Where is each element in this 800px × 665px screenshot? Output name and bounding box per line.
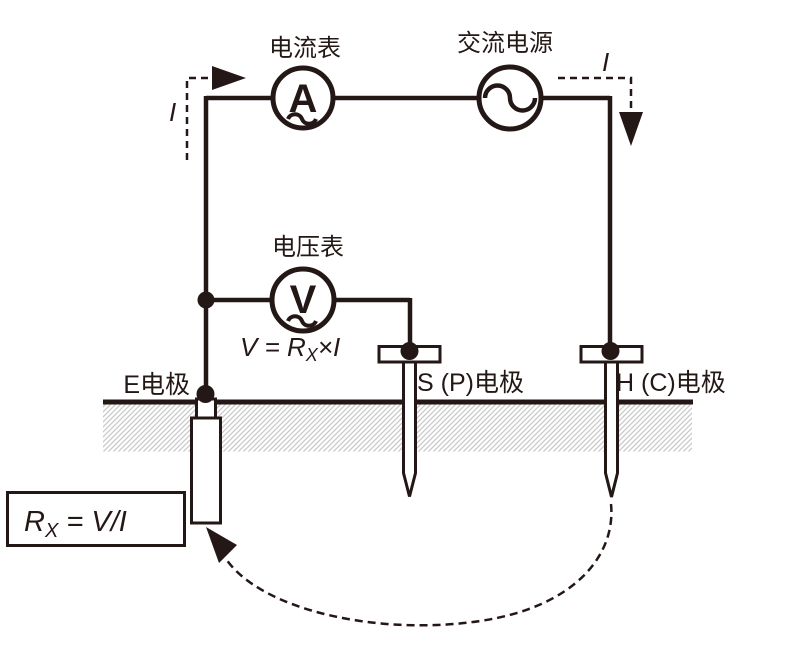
ac-source-icon	[476, 64, 544, 132]
ammeter-ac-tilde	[286, 112, 318, 126]
electrode-e-label: E电极	[123, 371, 190, 399]
junction-dot-voltmeter-tap	[197, 291, 215, 309]
electrode-s-spike	[402, 360, 417, 497]
electrode-e-body	[190, 416, 222, 525]
resistance-formula-box: RX = V/I	[6, 491, 186, 547]
voltmeter-label: 电压表	[272, 234, 344, 261]
current-arrow-right	[558, 76, 643, 146]
arrowhead-right-icon	[212, 66, 246, 90]
voltage-formula: V = RX×I	[240, 332, 340, 365]
ammeter-icon: A	[270, 65, 336, 131]
electrode-s-stake	[377, 345, 442, 497]
ac-source-sine-wave	[482, 83, 538, 113]
voltmeter-icon: V	[269, 266, 337, 334]
voltmeter-ac-tilde	[286, 314, 318, 328]
current-arrow-left	[185, 66, 246, 160]
electrode-s-label: S (P)电极	[417, 369, 524, 397]
current-symbol-right: I	[602, 47, 609, 77]
arrowhead-down-icon	[619, 112, 643, 146]
electrode-h-spike	[604, 360, 619, 498]
arrowhead-upleft-icon	[206, 527, 237, 563]
electrode-h-label: H (C)电极	[616, 369, 726, 397]
earth-current-return-arc	[206, 503, 613, 627]
electrode-e-rod	[190, 397, 222, 525]
ac-source-label: 交流电源	[457, 30, 553, 57]
resistance-formula: RX = V/I	[24, 506, 127, 542]
junction-dot-s-electrode	[400, 342, 419, 360]
ammeter-label: 电流表	[269, 35, 341, 62]
junction-dot-e-electrode	[196, 385, 215, 403]
junction-dot-h-electrode	[601, 342, 620, 360]
current-symbol-left: I	[169, 97, 176, 127]
